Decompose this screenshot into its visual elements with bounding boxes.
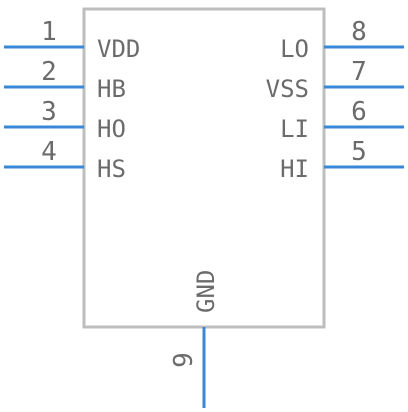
pin-4-name: HS <box>97 155 126 183</box>
pin-9-name: GND <box>192 270 220 313</box>
pin-8-number: 8 <box>351 17 367 47</box>
pin-1-name: VDD <box>97 35 140 63</box>
pin-6[interactable]: 6 LI <box>280 97 404 143</box>
pin-4-number: 4 <box>41 137 57 167</box>
pin-2-name: HB <box>97 75 126 103</box>
pin-5-name: HI <box>280 155 309 183</box>
pin-4[interactable]: 4 HS <box>4 137 126 183</box>
pin-6-number: 6 <box>351 97 367 127</box>
pin-1-number: 1 <box>41 17 57 47</box>
pin-3[interactable]: 3 HO <box>4 97 126 143</box>
pin-8[interactable]: 8 LO <box>280 17 404 63</box>
pin-9-number: 9 <box>169 352 199 368</box>
pin-6-name: LI <box>280 115 309 143</box>
pin-7[interactable]: 7 VSS <box>266 57 404 103</box>
pin-3-number: 3 <box>41 97 57 127</box>
pin-7-name: VSS <box>266 75 309 103</box>
pin-7-number: 7 <box>351 57 367 87</box>
pin-2[interactable]: 2 HB <box>4 57 126 103</box>
pin-9[interactable]: 9 GND <box>169 270 220 408</box>
pin-5[interactable]: 5 HI <box>280 137 404 183</box>
pin-1[interactable]: 1 VDD <box>4 17 140 63</box>
pin-8-name: LO <box>280 35 309 63</box>
pin-3-name: HO <box>97 115 126 143</box>
pin-5-number: 5 <box>351 137 367 167</box>
pin-2-number: 2 <box>41 57 57 87</box>
